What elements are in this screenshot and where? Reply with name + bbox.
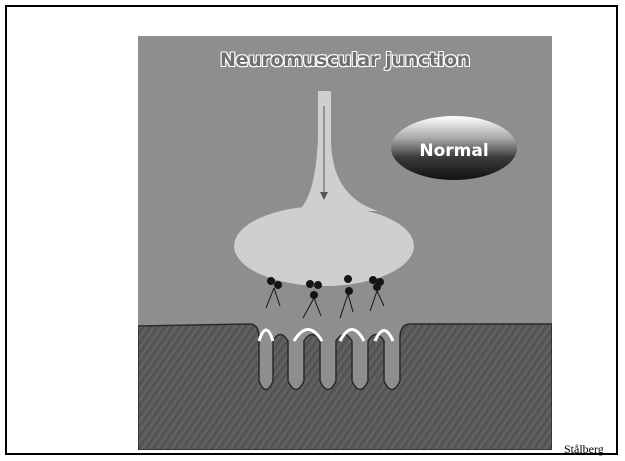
author-credit: Stålberg (564, 442, 604, 457)
figure-illustration (138, 36, 552, 450)
normal-badge-label: Normal (390, 141, 518, 161)
muscle-fiber (138, 324, 552, 450)
figure-title: Neuromuscular junction (138, 49, 552, 71)
neuromuscular-junction-figure: Neuromuscular junction Normal (138, 36, 552, 450)
